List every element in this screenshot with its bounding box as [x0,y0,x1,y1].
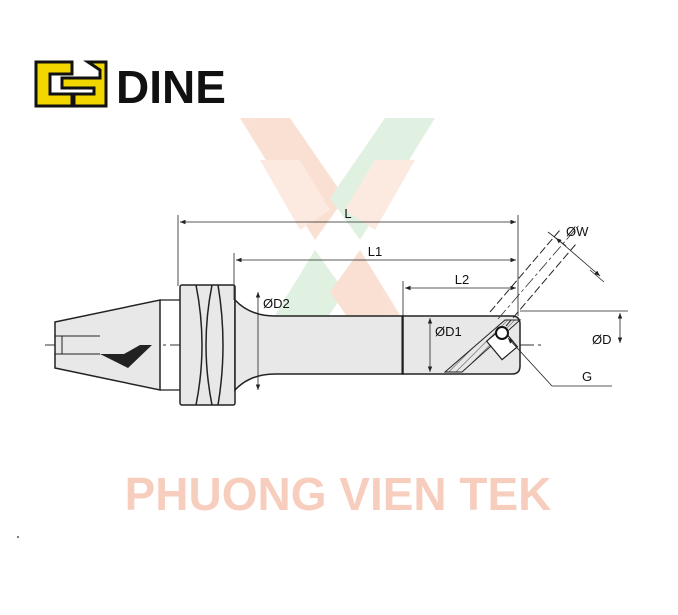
dimension-OD2: ØD2 [255,292,290,390]
label-L1: L1 [368,244,382,259]
label-L2: L2 [455,272,469,287]
label-OW: ØW [566,224,589,239]
screw-hole-icon [495,326,509,340]
speck [17,536,19,538]
dimension-OW: ØW [547,224,605,283]
label-OD1: ØD1 [435,324,462,339]
label-OD2: ØD2 [263,296,290,311]
dine-logo: DINE [34,60,226,113]
watermark-text: PHUONG VIEN TEK [125,468,552,520]
dimension-L1: L1 [233,244,516,300]
dimension-L: L [177,206,519,316]
dimension-OD1: ØD1 [427,318,462,372]
flange [179,284,236,406]
label-OD: ØD [592,332,612,347]
dimension-L2: L2 [402,272,516,316]
logo-mark-icon [34,60,108,108]
taper-shank [54,299,180,391]
label-G: G [582,369,592,384]
shank-body [234,298,521,392]
label-L: L [344,206,351,221]
brand-name: DINE [116,61,226,113]
dimension-G: G [507,337,612,387]
dimension-OD: ØD [520,310,628,347]
